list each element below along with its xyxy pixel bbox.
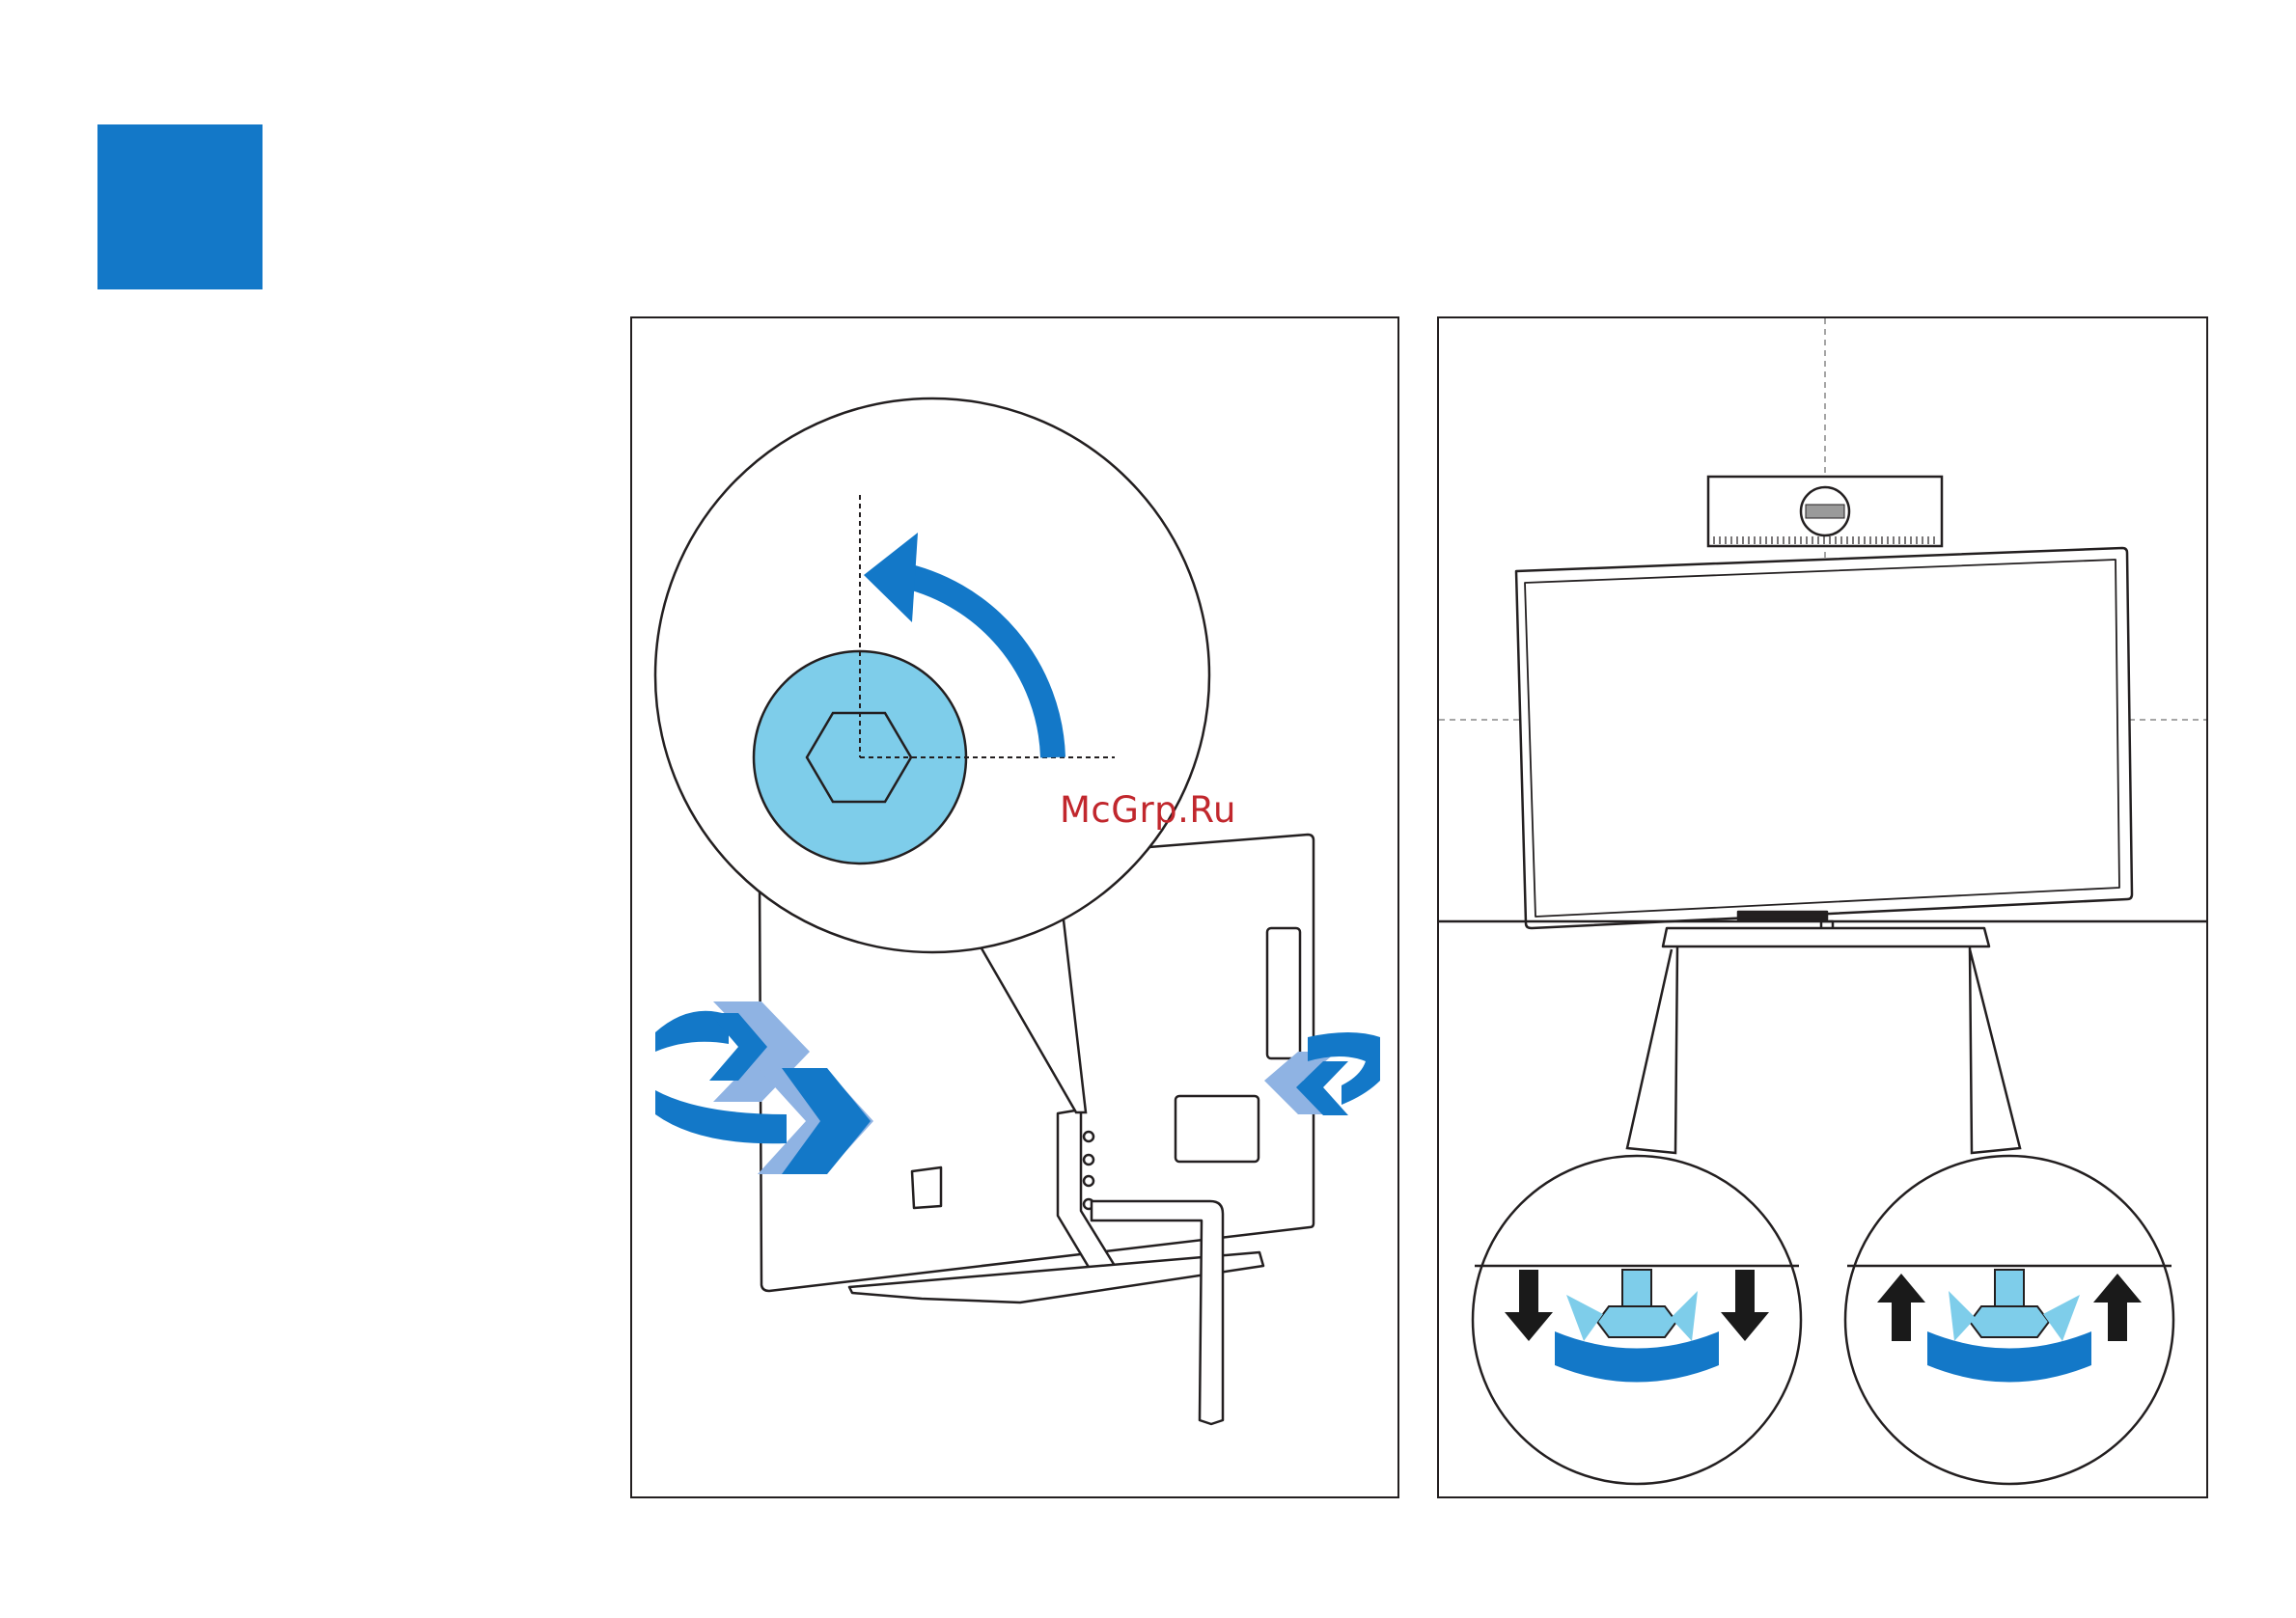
panel-tv-swivel-adjust bbox=[630, 316, 1399, 1498]
panel-tv-leveling bbox=[1437, 316, 2208, 1498]
tv-leveling-illustration bbox=[1439, 318, 2208, 1498]
lower-foot-zoom-circle bbox=[1473, 1156, 1801, 1484]
tv-swivel-illustration bbox=[632, 318, 1399, 1498]
raise-foot-zoom-circle bbox=[1845, 1156, 2173, 1484]
tv-front-view bbox=[1516, 548, 2132, 946]
step-number-marker bbox=[97, 124, 263, 289]
zoom-connectors bbox=[1627, 947, 2020, 1153]
watermark-text: McGrp.Ru bbox=[1060, 789, 1236, 831]
spirit-level-icon bbox=[1708, 477, 1942, 546]
